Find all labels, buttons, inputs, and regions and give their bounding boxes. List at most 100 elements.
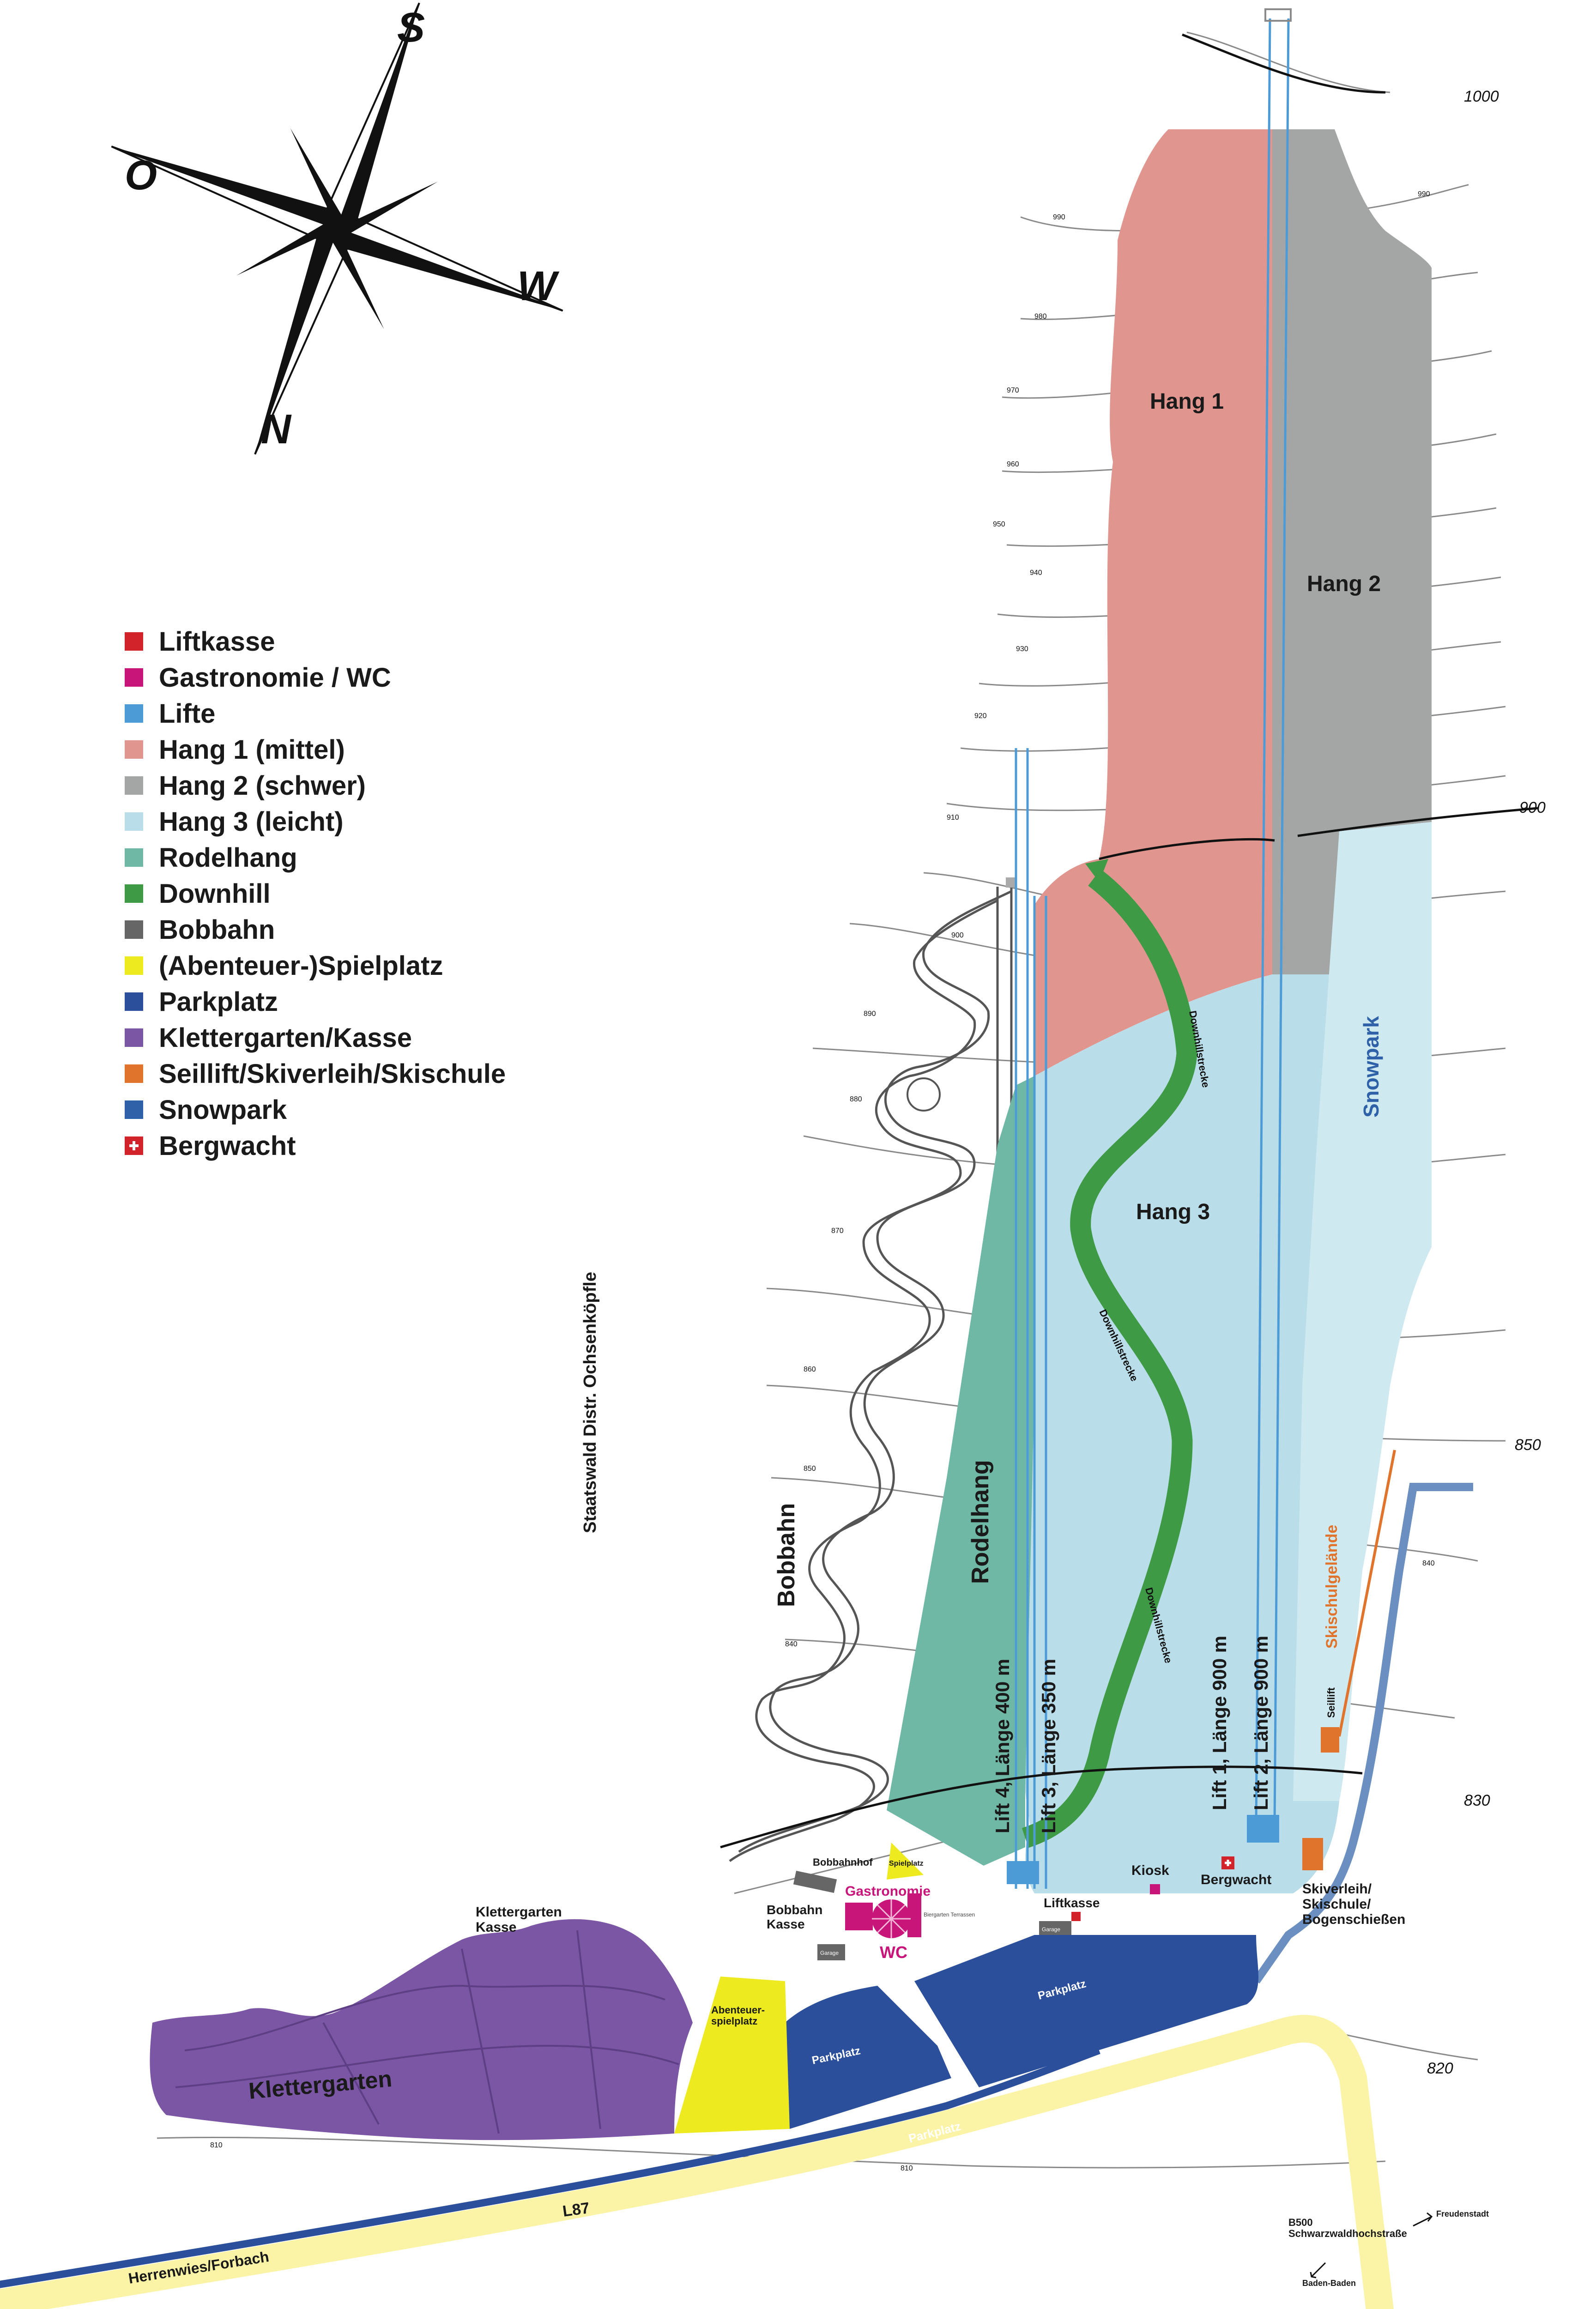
lift-station-1-2 bbox=[1247, 1815, 1279, 1843]
lift-1-label: Lift 1, Länge 900 m bbox=[1209, 1636, 1230, 1810]
legend-label: Hang 2 (schwer) bbox=[159, 770, 366, 801]
elevation-1000: 1000 bbox=[1464, 88, 1499, 105]
hang-1-area bbox=[1034, 129, 1272, 1076]
snowpark-access-road bbox=[1252, 1483, 1473, 1984]
garage-label: Garage bbox=[820, 1950, 839, 1956]
gastronomie-label: Gastronomie bbox=[845, 1884, 931, 1899]
legend-item: (Abenteuer-)Spielplatz bbox=[125, 948, 506, 984]
legend-swatch bbox=[125, 812, 143, 831]
elevation-900: 900 bbox=[1519, 799, 1546, 816]
bobbahnhof-building bbox=[793, 1870, 837, 1893]
legend-item: Klettergarten/Kasse bbox=[125, 1020, 506, 1056]
legend-swatch bbox=[125, 668, 143, 687]
snowpark-strip bbox=[1293, 822, 1432, 1801]
elevation-950: 950 bbox=[993, 520, 1005, 528]
rodelhang-area bbox=[887, 1076, 1034, 1866]
legend-item: Seillift/Skiverleih/Skischule bbox=[125, 1056, 506, 1092]
elevation-870: 870 bbox=[831, 1227, 844, 1235]
elevation-990b: 990 bbox=[1418, 190, 1430, 198]
first-aid-cross-icon bbox=[125, 1136, 143, 1155]
skiverleih-label: Skiverleih/Skischule/Bogenschießen bbox=[1302, 1881, 1405, 1927]
elevation-960: 960 bbox=[1007, 460, 1019, 468]
legend-swatch bbox=[125, 704, 143, 723]
legend-swatch bbox=[125, 776, 143, 795]
elevation-lines-bold bbox=[720, 33, 1538, 1849]
hang-2-label: Hang 2 bbox=[1307, 572, 1381, 596]
road-l87-label: L87 bbox=[562, 2199, 591, 2220]
wc-label: WC bbox=[880, 1943, 907, 1962]
lift-cables bbox=[1015, 18, 1290, 1889]
compass-east: O bbox=[125, 152, 157, 199]
elevation-980: 980 bbox=[1034, 313, 1047, 320]
elevation-820: 820 bbox=[1427, 2060, 1453, 2077]
elevation-830: 830 bbox=[1464, 1792, 1490, 1809]
seillift-station bbox=[1321, 1727, 1339, 1753]
elevation-850s: 850 bbox=[804, 1465, 816, 1473]
compass-north: N bbox=[261, 406, 292, 453]
bergwacht-label: Bergwacht bbox=[1201, 1872, 1271, 1887]
legend-item: Lifte bbox=[125, 695, 506, 731]
legend-label: Snowpark bbox=[159, 1094, 287, 1125]
legend-item: Hang 1 (mittel) bbox=[125, 731, 506, 768]
elevation-840: 840 bbox=[1422, 1559, 1435, 1567]
legend-label: (Abenteuer-)Spielplatz bbox=[159, 950, 443, 981]
legend-label: Rodelhang bbox=[159, 842, 297, 873]
kiosk-marker bbox=[1150, 1884, 1160, 1894]
legend-swatch bbox=[125, 848, 143, 867]
elevation-930: 930 bbox=[1016, 645, 1028, 653]
legend-label: Gastronomie / WC bbox=[159, 662, 391, 693]
klettergarten-area bbox=[150, 1919, 693, 2140]
parking-lot-left bbox=[776, 1986, 951, 2129]
legend-label: Bergwacht bbox=[159, 1130, 296, 1161]
gastronomy-building bbox=[845, 1893, 921, 1938]
playground-small bbox=[887, 1843, 924, 1880]
legend-swatch bbox=[125, 1028, 143, 1047]
legend-item: Bobbahn bbox=[125, 912, 506, 948]
road-baden-label: Baden-Baden bbox=[1302, 2279, 1356, 2288]
elevation-840s: 840 bbox=[785, 1640, 798, 1648]
legend-item: Parkplatz bbox=[125, 984, 506, 1020]
legend-item: Rodelhang bbox=[125, 840, 506, 876]
legend-item: Hang 3 (leicht) bbox=[125, 804, 506, 840]
garage2-label: Garage bbox=[1042, 1926, 1060, 1933]
legend-label: Liftkasse bbox=[159, 626, 275, 657]
elevation-860: 860 bbox=[804, 1366, 816, 1373]
spielplatz-label: Spielplatz bbox=[889, 1860, 924, 1868]
lift-station-3-4 bbox=[1007, 1861, 1039, 1884]
lift-top-station bbox=[1264, 8, 1292, 22]
skischulgelaende-label: Skischulgelände bbox=[1323, 1525, 1341, 1649]
elevation-970: 970 bbox=[1007, 387, 1019, 394]
hang-3-label: Hang 3 bbox=[1136, 1200, 1210, 1224]
seillift-label: Seillift bbox=[1325, 1687, 1337, 1718]
downhill-track bbox=[1022, 869, 1197, 1848]
baden-arrow-icon bbox=[1310, 2262, 1326, 2279]
legend-label: Bobbahn bbox=[159, 914, 275, 945]
legend-swatch bbox=[125, 1064, 143, 1083]
legend-label: Hang 1 (mittel) bbox=[159, 734, 345, 765]
bobsled-start-box bbox=[1006, 877, 1015, 888]
legend-swatch bbox=[125, 992, 143, 1011]
hang-1-label: Hang 1 bbox=[1150, 389, 1224, 414]
downhill-start-arrow bbox=[1085, 859, 1108, 882]
kiosk-label: Kiosk bbox=[1131, 1863, 1169, 1878]
legend-swatch bbox=[125, 1100, 143, 1119]
legend-item: Hang 2 (schwer) bbox=[125, 768, 506, 804]
legend-swatch bbox=[125, 920, 143, 939]
klettergarten-kasse-marker bbox=[510, 1933, 529, 1951]
liftkasse-label: Liftkasse bbox=[1044, 1896, 1100, 1910]
compass-west: W bbox=[517, 263, 560, 309]
legend-item: Downhill bbox=[125, 876, 506, 912]
forest-label: Staatswald Distr. Ochsenköpfle bbox=[580, 1272, 600, 1533]
bobbahn-label: Bobbahn bbox=[773, 1503, 800, 1607]
bobbahnhof-label: Bobbahnhof bbox=[813, 1856, 873, 1868]
legend-item: Gastronomie / WC bbox=[125, 659, 506, 695]
klettergarten-paths bbox=[175, 1930, 679, 2134]
freudenstadt-arrow-icon bbox=[1413, 2212, 1433, 2227]
parking-lot-right bbox=[914, 1935, 1258, 2087]
compass-rose bbox=[111, 2, 563, 455]
elevation-810b: 810 bbox=[901, 2164, 913, 2172]
